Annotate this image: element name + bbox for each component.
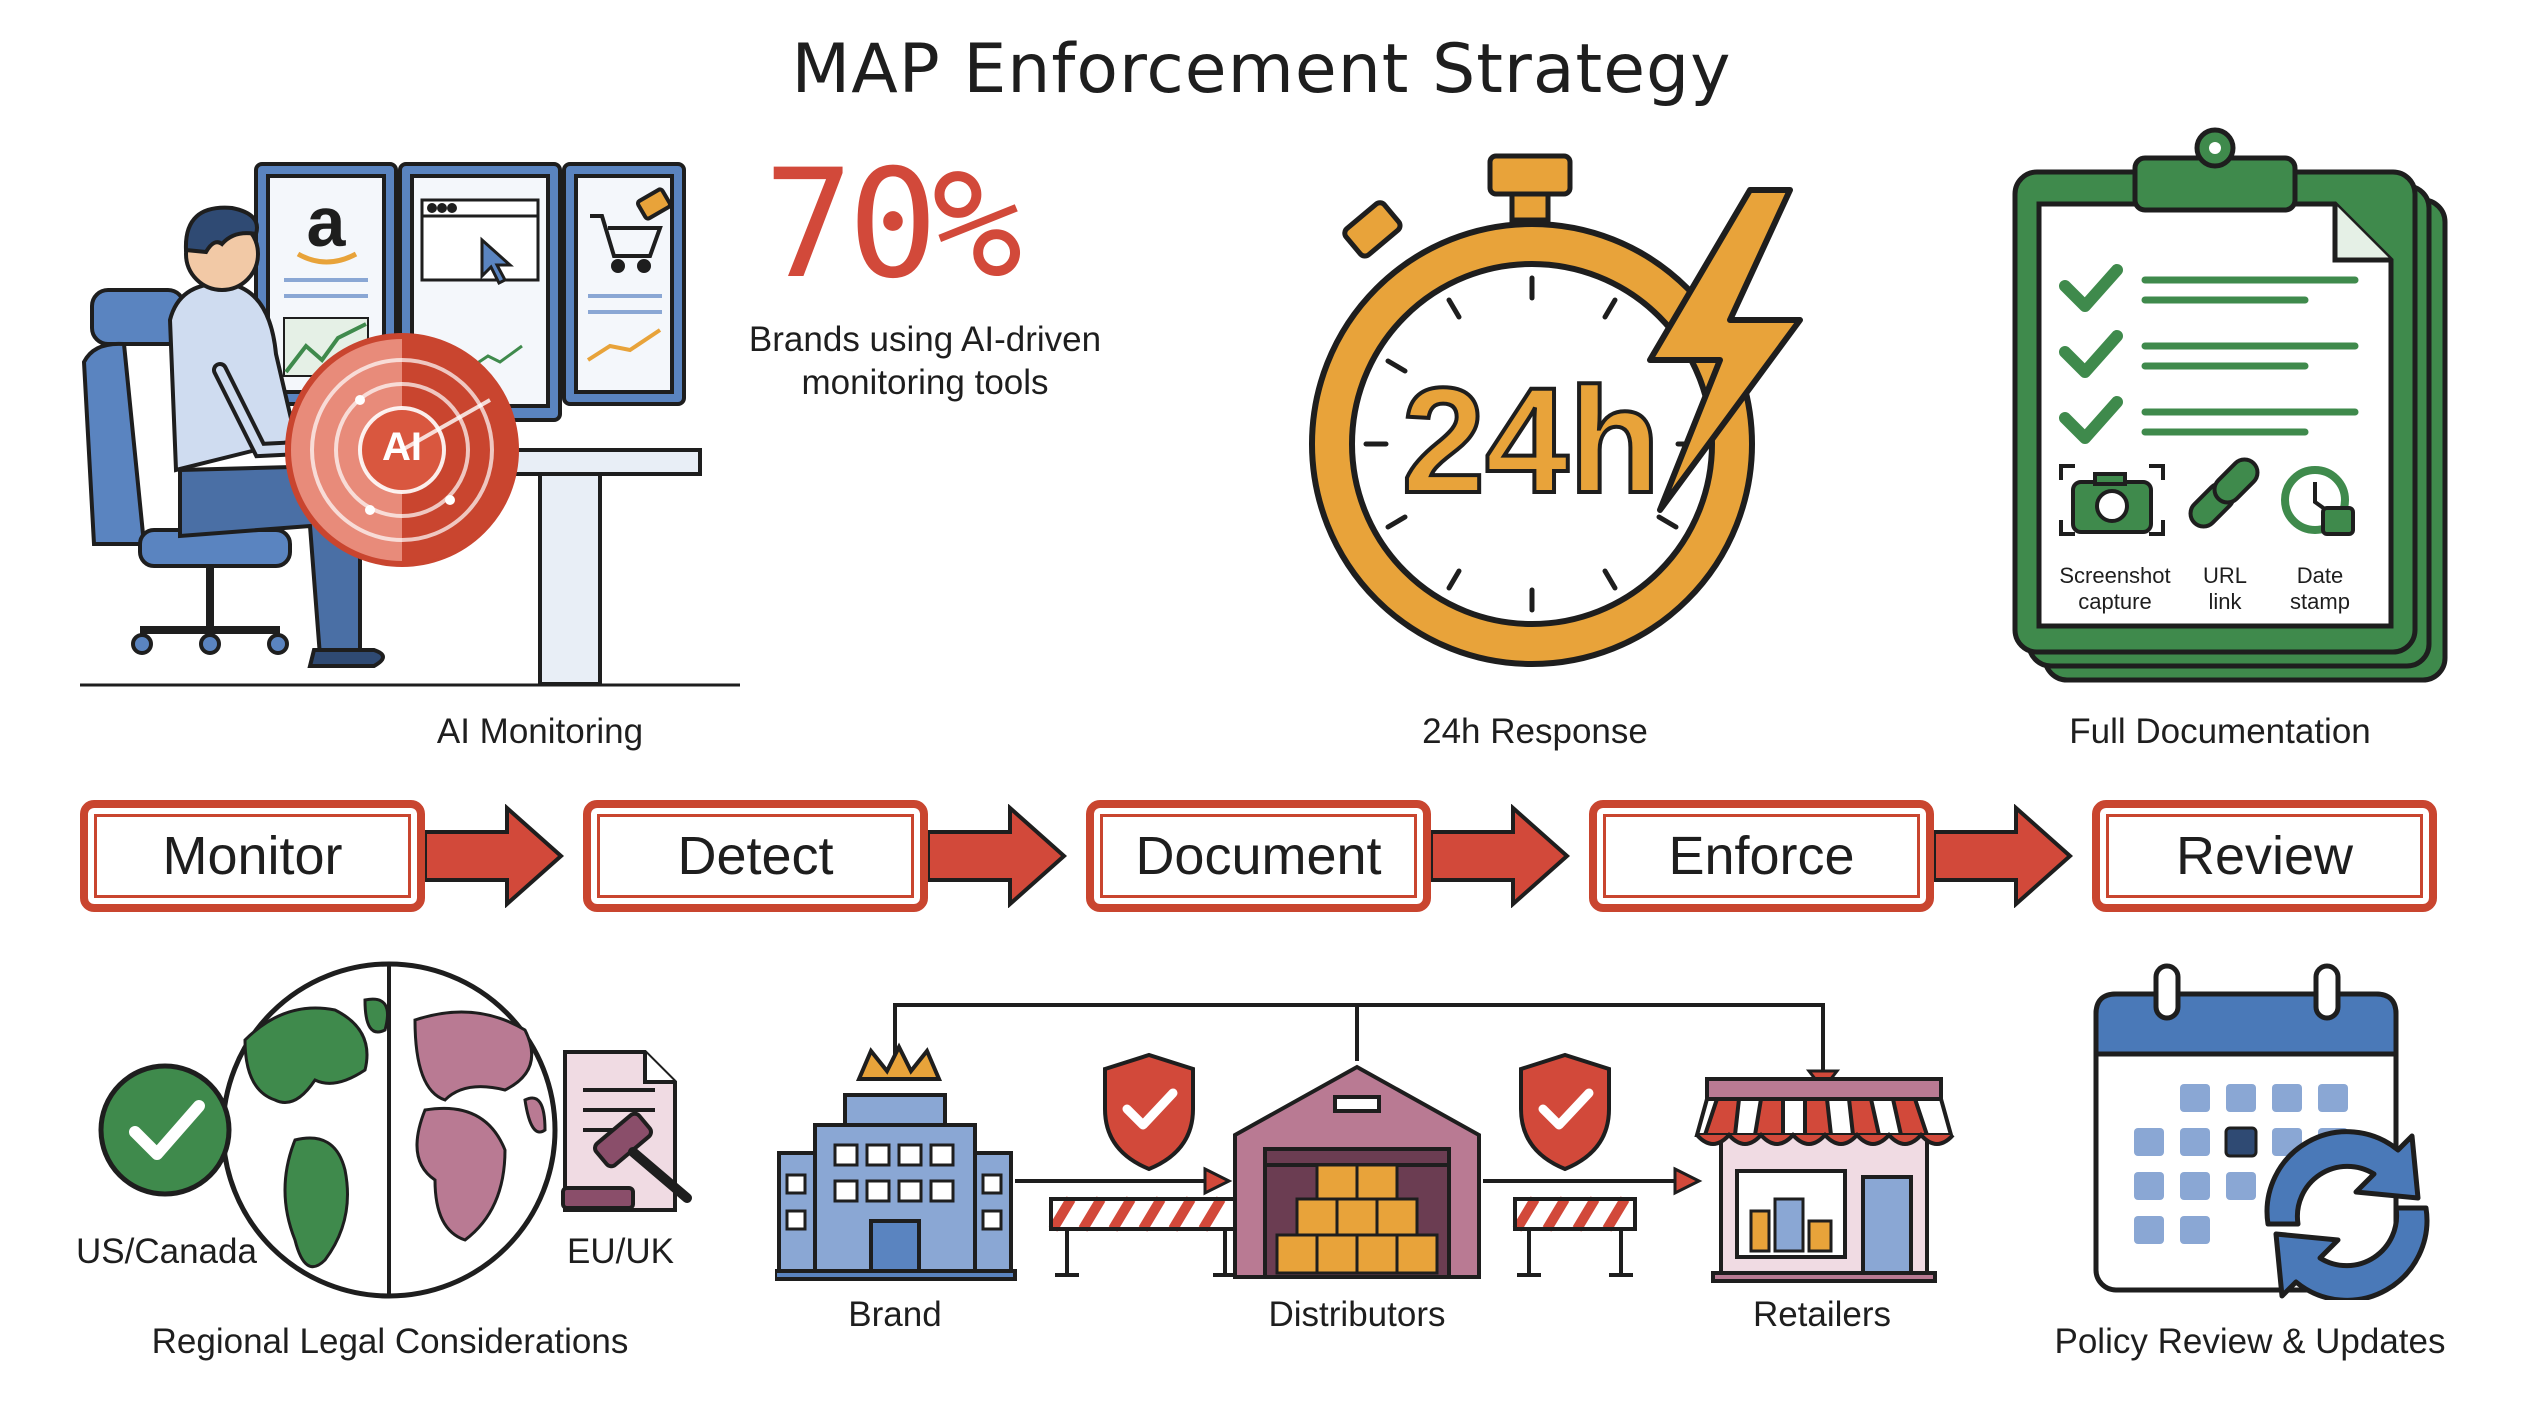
page-title: MAP Enforcement Strategy — [791, 30, 1732, 109]
ai-radar-badge — [285, 333, 519, 567]
barrier-icon — [1048, 1196, 1243, 1277]
brand-building-icon — [775, 1042, 1017, 1281]
arrow-right-icon — [928, 804, 1068, 908]
shield-check-icon — [1519, 1052, 1611, 1172]
legal-caption: Regional Legal Considerations — [151, 1322, 629, 1361]
timer-text: 24h — [1400, 356, 1662, 524]
ai-monitoring-illustration: a — [80, 162, 740, 687]
step-detect: Detect — [583, 800, 928, 912]
step-review: Review — [2092, 800, 2437, 912]
shield-check-icon — [1103, 1052, 1195, 1172]
calendar-refresh-icon — [2093, 963, 2430, 1300]
step-detect-label: Detect — [677, 826, 834, 886]
stat-value: 70% — [763, 138, 1023, 312]
svg-text:a: a — [307, 183, 347, 261]
step-enforce: Enforce — [1589, 800, 1934, 912]
clock-calendar-icon — [2281, 466, 2355, 536]
clipboard-icon — [2012, 127, 2448, 683]
step-document-label: Document — [1135, 826, 1382, 886]
url-link-label: URL link — [2202, 563, 2247, 614]
eu-uk-label: EU/UK — [567, 1232, 674, 1271]
date-stamp-label: Date stamp — [2290, 563, 2350, 614]
step-review-label: Review — [2175, 826, 2354, 886]
ai-monitoring-caption: AI Monitoring — [436, 712, 644, 751]
step-enforce-label: Enforce — [1668, 826, 1855, 886]
retailers-label: Retailers — [1752, 1295, 1892, 1334]
step-monitor: Monitor — [80, 800, 425, 912]
distribution-chain-illustration — [775, 1003, 1955, 1283]
screenshot-capture-label: Screenshot capture — [2059, 563, 2171, 614]
link-icon — [2188, 457, 2260, 529]
documentation-caption: Full Documentation — [2069, 712, 2371, 751]
gavel-document-icon — [561, 1050, 692, 1212]
arrow-right-icon — [1934, 804, 2074, 908]
warehouse-icon — [1233, 1064, 1481, 1279]
distributors-label: Distributors — [1268, 1295, 1446, 1334]
stat-label: Brands using AI-driven monitoring tools — [748, 320, 1102, 402]
brand-label: Brand — [848, 1295, 942, 1334]
monitor-cart — [562, 162, 686, 406]
check-circle-icon — [98, 1063, 232, 1197]
check-icon — [2059, 264, 2123, 444]
storefront-icon — [1694, 1077, 1955, 1283]
policy-caption: Policy Review & Updates — [2054, 1322, 2446, 1361]
arrow-right-icon — [425, 804, 565, 908]
camera-icon — [2059, 464, 2165, 536]
stopwatch-icon — [1309, 153, 1803, 667]
us-canada-label: US/Canada — [76, 1232, 257, 1271]
step-monitor-label: Monitor — [162, 826, 343, 886]
ai-badge-label: AI — [382, 425, 422, 469]
response-caption: 24h Response — [1422, 712, 1648, 751]
barrier-icon — [1512, 1196, 1637, 1277]
refresh-icon — [2264, 1129, 2430, 1300]
step-document: Document — [1086, 800, 1431, 912]
office-chair — [81, 288, 292, 655]
arrow-right-icon — [1431, 804, 1571, 908]
globe-legal-illustration — [98, 961, 692, 1299]
